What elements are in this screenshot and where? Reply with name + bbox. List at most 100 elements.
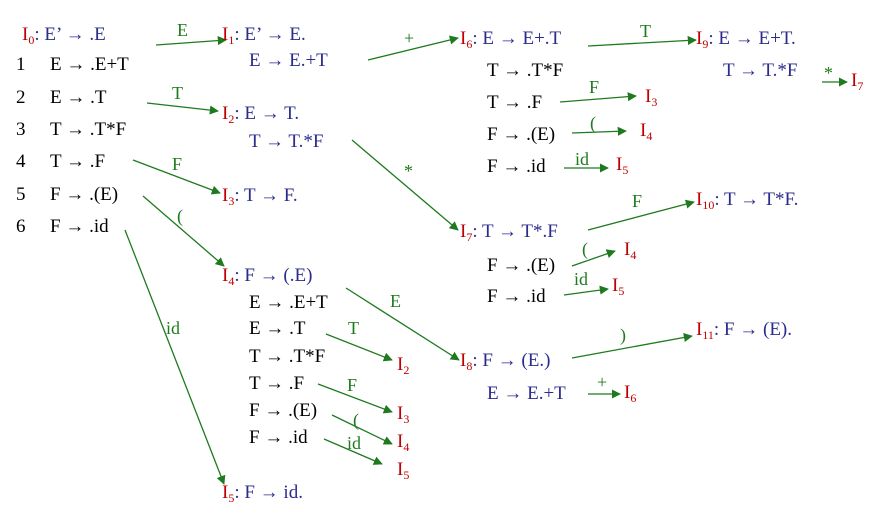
state-i3-label: I3 (222, 185, 235, 208)
i4-line-6: F → .id (249, 427, 308, 448)
state-i3-item: : T → F. (234, 185, 298, 206)
i0-row-5-text: F → .(E) (50, 184, 119, 205)
state-i8-item-2: E → E.+T (487, 383, 566, 404)
arrow-i7-to-i4 (571, 249, 616, 267)
arrow-i0-to-i3 (132, 159, 221, 195)
i0-row-3-text: T → .T*F (50, 119, 127, 140)
edge-label-i7-id: id (574, 269, 589, 289)
arrow-i7-to-i5 (563, 285, 609, 296)
edge-label-id: id (166, 318, 181, 338)
arrow-i1-to-i6 (367, 35, 459, 61)
state-i6: I6: E → E+.T (460, 28, 562, 51)
edge-label-i4-lparen: ( (353, 410, 359, 430)
state-i2-item: : E → T. (234, 103, 300, 124)
target-i7-lp: I4 (624, 239, 637, 262)
state-i10-item: : T → T*F. (714, 189, 799, 210)
state-i11-item: : F → (E). (713, 319, 792, 340)
state-i9-item-2: T → T.*F (723, 60, 798, 81)
state-i1-item-2: E → E.+T (249, 50, 328, 71)
state-i5-item: : F → id. (234, 482, 303, 503)
edge-label-i6-T: T (640, 21, 651, 41)
state-i8-label: I8 (460, 350, 473, 373)
state-i6-label: I6 (460, 28, 473, 51)
arrow-i0-to-i4 (142, 195, 225, 267)
i6-line-4: F → .id (487, 156, 546, 177)
edge-label-lparen: ( (177, 206, 183, 226)
i0-row-6-text: F → .id (50, 216, 109, 237)
state-i8-item: : F → (E.) (472, 350, 551, 371)
arrow-i4-to-i5 (323, 438, 383, 465)
state-i1: I1: E’ → E. (222, 24, 306, 47)
i0-row-1: 1 (16, 54, 26, 75)
target-i4-lp: I4 (397, 431, 410, 454)
state-i11-label: I11 (696, 319, 714, 342)
target-i4-f: I3 (397, 403, 410, 426)
arrow-i2-to-i7 (351, 139, 459, 231)
edge-label-T: T (172, 83, 183, 103)
target-i4-id: I5 (397, 459, 410, 482)
arrow-i0-to-i2 (146, 102, 219, 115)
edge-label-i8-rparen: ) (620, 325, 626, 345)
i4-line-2: E → .T (249, 318, 306, 339)
i0-row-2-text: E → .T (50, 87, 107, 108)
edge-label-star: * (404, 161, 413, 181)
state-i3: I3: T → F. (222, 185, 298, 208)
i6-line-1: T → .T*F (487, 60, 564, 81)
edge-label-i6-F: F (589, 77, 600, 97)
target-i6-lp: I4 (640, 120, 653, 143)
arrow-i7-to-i10 (587, 199, 695, 231)
arrow-i6-to-i9 (587, 35, 697, 47)
state-i5-label: I5 (222, 482, 235, 505)
state-i5: I5: F → id. (222, 482, 303, 505)
state-i6-item: : E → E+.T (472, 28, 562, 49)
i0-row-2: 2 (16, 87, 26, 108)
target-i6-id: I5 (616, 154, 629, 177)
edge-label-i6-lparen: ( (590, 113, 596, 133)
state-i9-item: : E → E+T. (708, 28, 796, 49)
arrow-i4-to-i3 (317, 383, 393, 414)
arrow-i0-to-i5 (124, 229, 226, 485)
i7-line-1: F → .(E) (487, 255, 556, 276)
state-i4: I4: F → (.E) (222, 265, 313, 287)
i4-line-3: T → .T*F (249, 346, 326, 367)
target-i9-star: I7 (851, 70, 864, 93)
edge-label-i4-T: T (348, 318, 359, 338)
state-i4-item: : F → (.E) (234, 265, 313, 286)
edge-label-F: F (172, 154, 183, 174)
target-i6-f: I3 (645, 86, 658, 109)
state-i0: I0: E’ → .E (22, 24, 106, 47)
arrow-i8-to-i11 (571, 333, 693, 359)
edge-label-i4-id: id (347, 433, 362, 453)
target-i4-t: I2 (397, 354, 410, 377)
i0-row-1-text: E → .E+T (50, 54, 129, 75)
edge-label-i8-plus: + (597, 372, 608, 392)
target-i7-id: I5 (612, 275, 625, 298)
edge-label-E: E (177, 20, 188, 40)
state-i2-label: I2 (222, 103, 235, 126)
i4-line-5: F → .(E) (249, 400, 318, 421)
edge-label-i7-F: F (632, 191, 643, 211)
state-i0-item: : E’ → .E (34, 24, 106, 45)
target-i8-plus: I6 (624, 382, 637, 405)
arrow-i0-to-i1 (155, 36, 227, 46)
i4-line-4: T → .F (249, 373, 305, 394)
edge-label-i7-lparen: ( (582, 239, 588, 259)
state-i11: I11: F → (E). (696, 319, 792, 342)
state-i1-label: I1 (222, 24, 235, 47)
state-i7: I7: T → T*.F (460, 221, 558, 244)
edge-label-plus: + (404, 28, 415, 48)
arrow-i4-to-i8 (345, 287, 460, 361)
state-i1-item: : E’ → E. (234, 24, 306, 45)
state-i10-label: I10 (696, 189, 715, 212)
state-i10: I10: T → T*F. (696, 189, 799, 212)
state-i2: I2: E → T. (222, 103, 300, 126)
state-i7-label: I7 (460, 221, 473, 244)
arrow-i6-to-i3 (559, 92, 637, 103)
state-i0-label: I0 (22, 24, 35, 47)
edge-label-i9-star: * (824, 63, 833, 83)
state-i7-item: : T → T*.F (472, 221, 558, 242)
state-i9: I9: E → E+T. (696, 28, 796, 50)
arrow-i4-to-i4 (331, 414, 393, 445)
state-i8: I8: F → (E.) (460, 350, 551, 373)
